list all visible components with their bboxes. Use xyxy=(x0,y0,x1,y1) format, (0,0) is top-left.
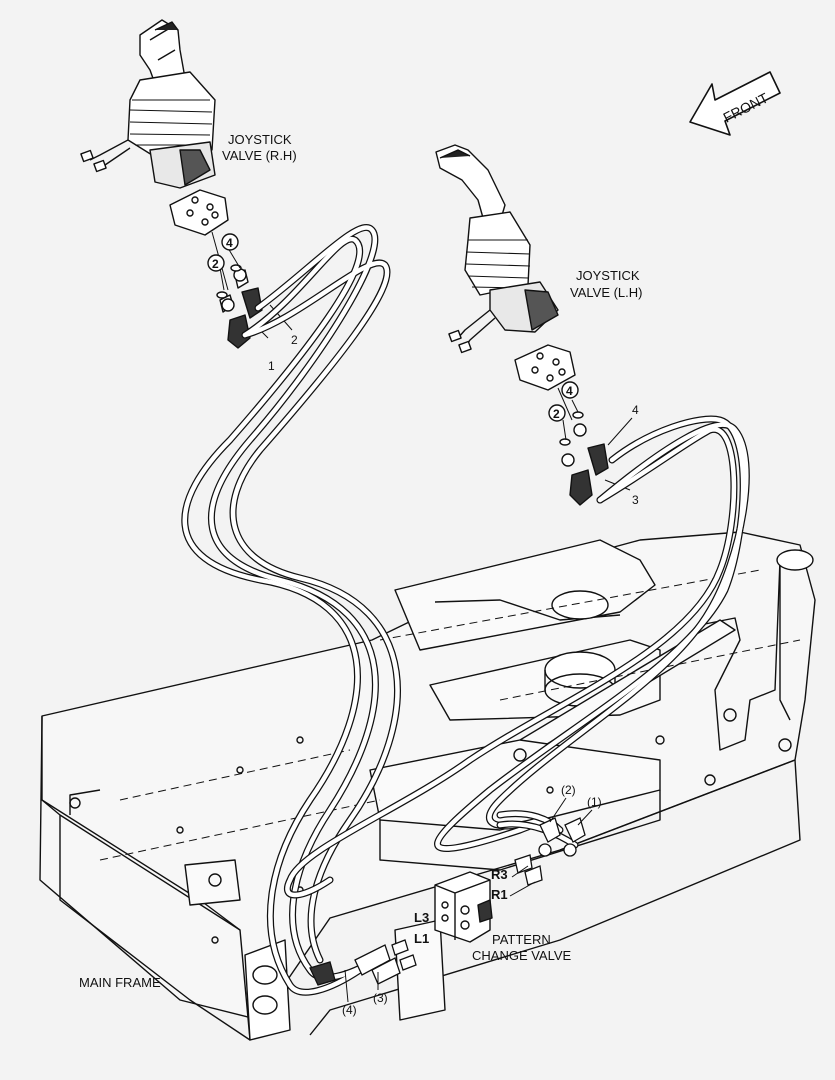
callout-hose-1: 1 xyxy=(268,359,275,373)
circled-callout-4-lh: 4 xyxy=(561,381,579,399)
svg-text:4: 4 xyxy=(566,384,573,398)
callout-hose-2: 2 xyxy=(291,333,298,347)
joystick-rh-label-line1: JOYSTICK xyxy=(228,132,292,147)
port-l3: L3 xyxy=(414,910,429,925)
front-arrow xyxy=(689,71,781,136)
circled-callout-4-rh: 4 xyxy=(221,233,239,251)
joystick-lh-label-line2: VALVE (L.H) xyxy=(570,285,642,300)
port-l1: L1 xyxy=(414,931,429,946)
leader-lines-lh xyxy=(557,387,633,491)
circled-callout-2-rh: 2 xyxy=(207,254,225,272)
joystick-rh-label-line2: VALVE (R.H) xyxy=(222,148,297,163)
callout-paren-1: (1) xyxy=(587,795,602,809)
callout-hose-3: 3 xyxy=(632,493,639,507)
callout-hose-4: 4 xyxy=(632,403,639,417)
callout-paren-4: (4) xyxy=(342,1003,357,1017)
valve-fittings xyxy=(309,817,586,986)
main-frame-label: MAIN FRAME xyxy=(79,975,161,990)
pattern-change-valve xyxy=(434,871,493,943)
labels: FRONT JOYSTICK VALVE (R.H) JOYSTICK VALV… xyxy=(79,89,771,1017)
joystick-lh xyxy=(435,144,609,506)
leader-lines-valve xyxy=(344,797,593,1003)
port-r3: R3 xyxy=(491,867,508,882)
pattern-change-label-line2: CHANGE VALVE xyxy=(472,948,572,963)
pattern-change-label-line1: PATTERN xyxy=(492,932,551,947)
hoses xyxy=(181,224,750,996)
circled-callout-2-lh: 2 xyxy=(548,404,566,422)
port-r1: R1 xyxy=(491,887,508,902)
svg-text:2: 2 xyxy=(553,407,560,421)
svg-text:2: 2 xyxy=(212,257,219,271)
svg-text:4: 4 xyxy=(226,236,233,250)
callout-paren-3: (3) xyxy=(373,991,388,1005)
main-frame xyxy=(39,531,816,1041)
joystick-lh-label-line1: JOYSTICK xyxy=(576,268,640,283)
joystick-rh xyxy=(80,19,263,349)
callout-paren-2: (2) xyxy=(561,783,576,797)
